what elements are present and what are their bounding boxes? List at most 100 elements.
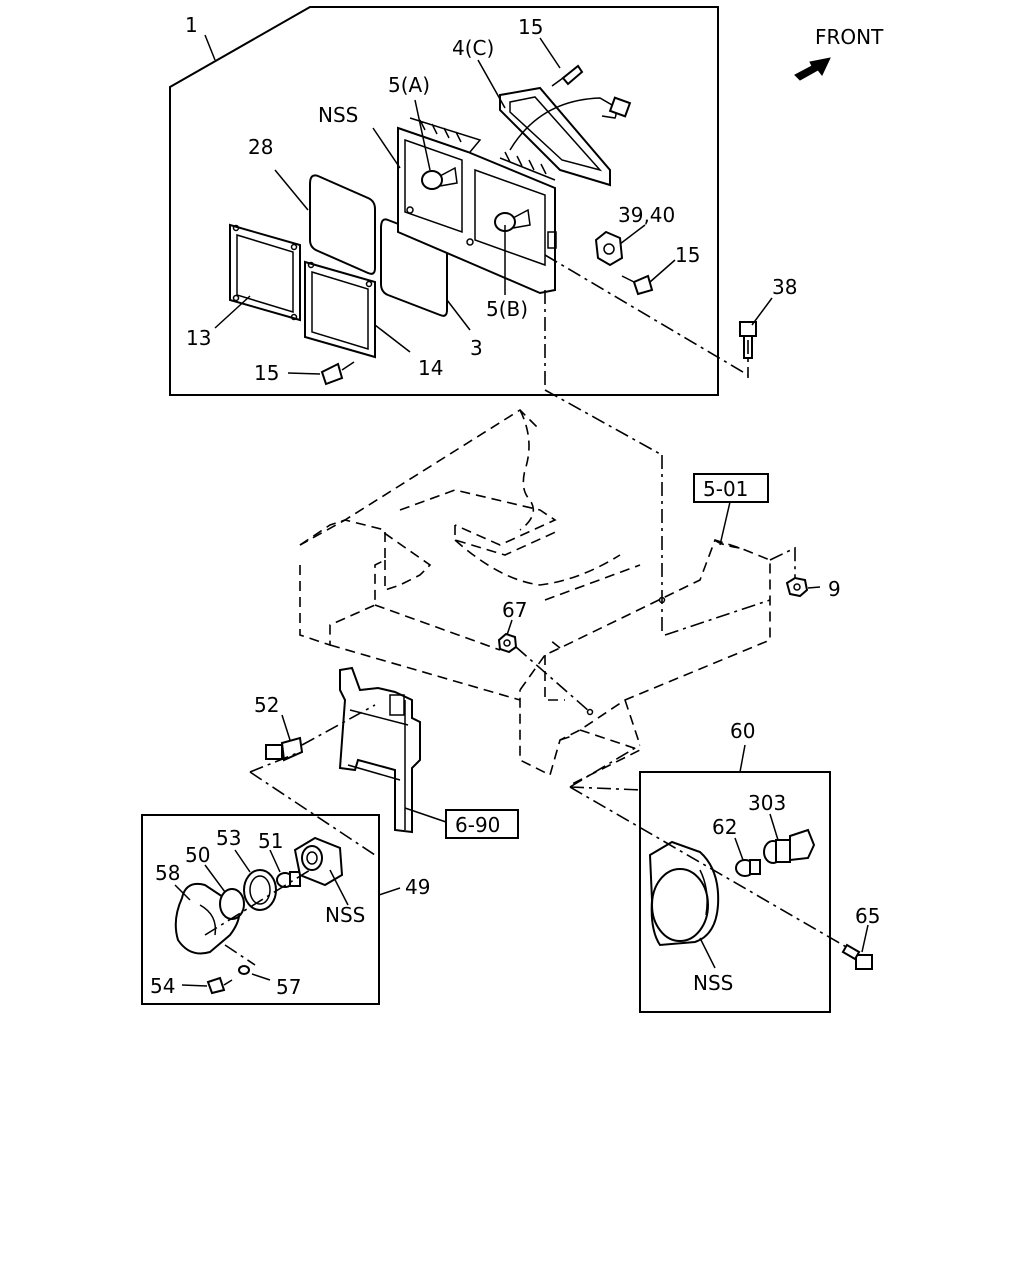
- callout-5b: 5(B): [486, 297, 528, 321]
- callout-15-middle: 15: [675, 243, 700, 267]
- ref-5-01-box: 5-01: [693, 473, 769, 546]
- screw-15-top: [551, 64, 584, 87]
- leader-15-middle: [649, 259, 676, 283]
- leader-38: [751, 297, 773, 326]
- callout-nss-top: NSS: [318, 103, 358, 127]
- leader-58: [174, 884, 191, 901]
- lamp-49-axis: [204, 869, 311, 936]
- callout-14: 14: [418, 356, 443, 380]
- callout-15-bottom: 15: [254, 361, 279, 385]
- cover-39-40: [594, 230, 624, 267]
- group-60-link: [569, 744, 641, 788]
- callout-1: 1: [185, 13, 198, 37]
- leader-13: [214, 295, 251, 329]
- leader-50: [204, 864, 226, 893]
- nut-9-line: [769, 546, 796, 585]
- group-60-frame: [639, 771, 831, 1013]
- leader-67: [506, 619, 513, 636]
- front-direction-indicator: FRONT: [794, 25, 884, 81]
- leader-4c: [477, 59, 506, 109]
- leader-nss-left: [329, 869, 349, 906]
- socket-303: [763, 828, 816, 864]
- leader-51: [269, 849, 281, 873]
- bolt-38-centerline: [544, 254, 749, 376]
- callout-52: 52: [254, 693, 279, 717]
- leader-3: [446, 299, 471, 331]
- group-49-link: [249, 771, 376, 856]
- callout-53: 53: [216, 826, 241, 850]
- gasket-28: [309, 174, 376, 275]
- lamp-assembly-group: 1 13 14 28 3: [169, 6, 749, 396]
- clip-52-axis: [301, 704, 376, 746]
- leader-14: [374, 324, 411, 353]
- gasket-53: [243, 869, 277, 911]
- front-arrow-icon: [794, 57, 831, 81]
- callout-38: 38: [772, 275, 797, 299]
- callout-67: 67: [502, 598, 527, 622]
- callout-15-top: 15: [518, 15, 543, 39]
- callout-13: 13: [186, 326, 211, 350]
- ref-5-01-label: 5-01: [703, 477, 748, 501]
- group-60-link-2: [569, 786, 643, 791]
- callout-60: 60: [730, 719, 755, 743]
- clip-52: [265, 736, 304, 762]
- leader-52: [281, 714, 291, 741]
- side-lamp-body: [648, 840, 720, 947]
- ref-6-90-box: 6-90: [404, 807, 519, 839]
- group-49-frame: [141, 814, 380, 1005]
- bolt-65: [841, 943, 873, 970]
- washer-57: [238, 965, 250, 975]
- callout-49: 49: [405, 875, 430, 899]
- vehicle-frame-phantom: [299, 290, 796, 786]
- callout-4c: 4(C): [452, 36, 494, 60]
- clip-52-axis-left: [249, 751, 301, 773]
- callout-28: 28: [248, 135, 273, 159]
- ref-6-90-label: 6-90: [455, 813, 500, 837]
- screw-15-bottom: [320, 361, 355, 386]
- callout-62: 62: [712, 815, 737, 839]
- lamp-assembly-frame: [169, 6, 719, 396]
- marker-lamp-group-49: 49 58 50 53 51 NS: [141, 814, 430, 1005]
- callout-65: 65: [855, 904, 880, 928]
- screw-54-axis: [224, 944, 256, 966]
- lens-13: [229, 223, 301, 322]
- callout-50: 50: [185, 843, 210, 867]
- callout-303: 303: [748, 791, 786, 815]
- callout-3: 3: [470, 336, 483, 360]
- leader-5a: [414, 99, 431, 171]
- leader-nss-top: [372, 127, 401, 169]
- front-label: FRONT: [815, 25, 884, 49]
- nut-67: [497, 632, 518, 654]
- callout-nss-left: NSS: [325, 903, 365, 927]
- leader-28: [274, 169, 309, 211]
- callout-nss-right: NSS: [693, 971, 733, 995]
- screw-15-middle: [621, 274, 654, 296]
- leader-15-top: [539, 37, 561, 69]
- lens-14: [304, 260, 376, 359]
- leader-15-bottom: [287, 372, 321, 375]
- bulb-62: [735, 859, 761, 877]
- callout-5a: 5(A): [388, 73, 430, 97]
- lamp-housing: [397, 117, 557, 295]
- leader-1: [204, 34, 216, 61]
- leader-9: [807, 586, 821, 589]
- side-lamp-group-60: 60 NSS 62 303: [569, 719, 849, 1013]
- callout-57: 57: [276, 975, 301, 999]
- bulb-51: [276, 871, 301, 888]
- leader-65: [861, 924, 869, 953]
- socket-nss: [293, 836, 344, 887]
- callout-39-40: 39,40: [618, 203, 675, 227]
- leader-53: [234, 849, 251, 873]
- leader-54: [181, 984, 208, 987]
- leader-62: [734, 837, 744, 861]
- frame-edge-line: [664, 599, 771, 636]
- leader-39-40: [619, 224, 646, 245]
- bracket-4c: [499, 86, 632, 187]
- nut-9: [785, 576, 809, 598]
- leader-303: [769, 813, 779, 841]
- callout-58: 58: [155, 861, 180, 885]
- leader-nss-right: [699, 937, 716, 969]
- screw-54: [206, 976, 233, 995]
- nut-67-axis: [515, 646, 591, 713]
